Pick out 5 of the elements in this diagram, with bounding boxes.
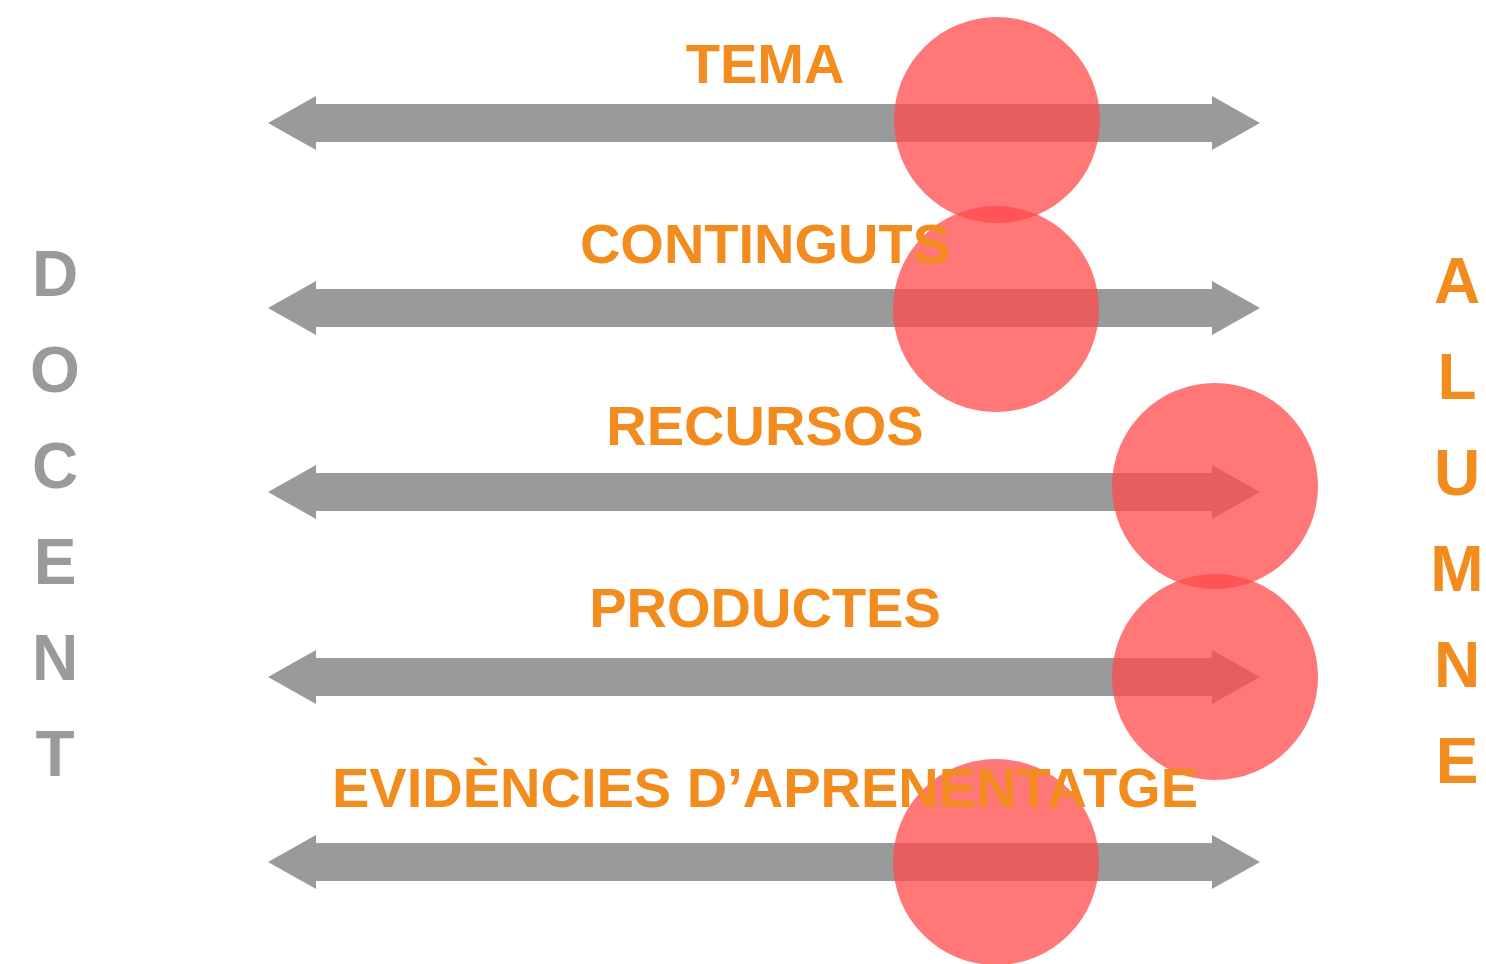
scale-label: TEMA: [685, 30, 845, 96]
side-title: DOCENT: [18, 238, 92, 814]
scale-label: RECURSOS: [606, 392, 924, 458]
scale-label: PRODUCTES: [589, 574, 941, 640]
side-title: ALUMNE: [1420, 245, 1486, 821]
